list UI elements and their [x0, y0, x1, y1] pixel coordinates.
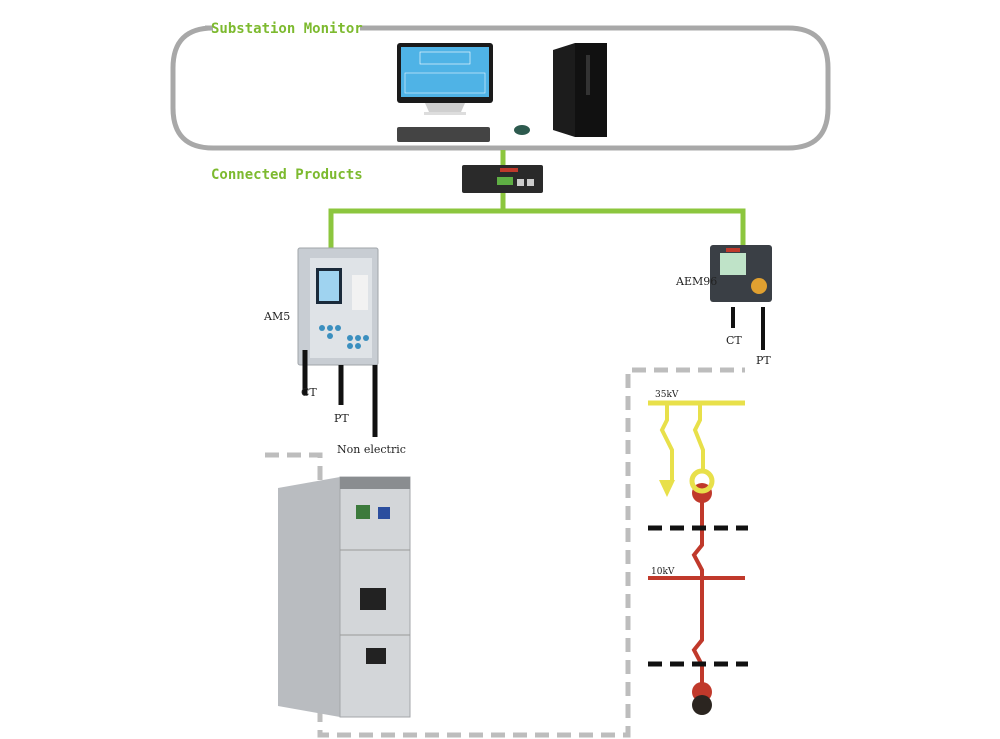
- aem96-ct-label: CT: [726, 334, 742, 347]
- am5-non-electric-label: Non electric: [337, 443, 406, 456]
- computer-monitor-icon: [397, 43, 493, 115]
- bus-35kv-label: 35kV: [655, 390, 679, 400]
- aem96-pt-label: PT: [756, 354, 771, 367]
- am5-wires: [302, 350, 378, 437]
- substation-monitor-frame: [170, 25, 831, 151]
- substation-monitor-title: Substation Monitor: [211, 21, 363, 37]
- server-tower-icon: [553, 43, 607, 137]
- am5-label: AM5: [263, 310, 290, 323]
- am5-relay-device: [297, 247, 379, 366]
- network-lines: [328, 150, 746, 250]
- am5-ct-label: CT: [301, 386, 317, 399]
- aem96-meter-device: [710, 245, 772, 302]
- switchgear-cabinet: [278, 476, 411, 718]
- am5-pt-label: PT: [334, 412, 349, 425]
- connected-products-title: Connected Products: [211, 167, 363, 183]
- aem96-wires: [731, 307, 765, 350]
- mouse-icon: [514, 125, 530, 135]
- single-line-diagram: [648, 400, 748, 715]
- gateway-device-icon: [462, 165, 543, 193]
- bus-10kv-label: 10kV: [651, 567, 675, 577]
- aem96-label: AEM96: [675, 275, 717, 288]
- switchgear-boundary-dashed: [265, 367, 745, 738]
- keyboard-icon: [397, 127, 490, 142]
